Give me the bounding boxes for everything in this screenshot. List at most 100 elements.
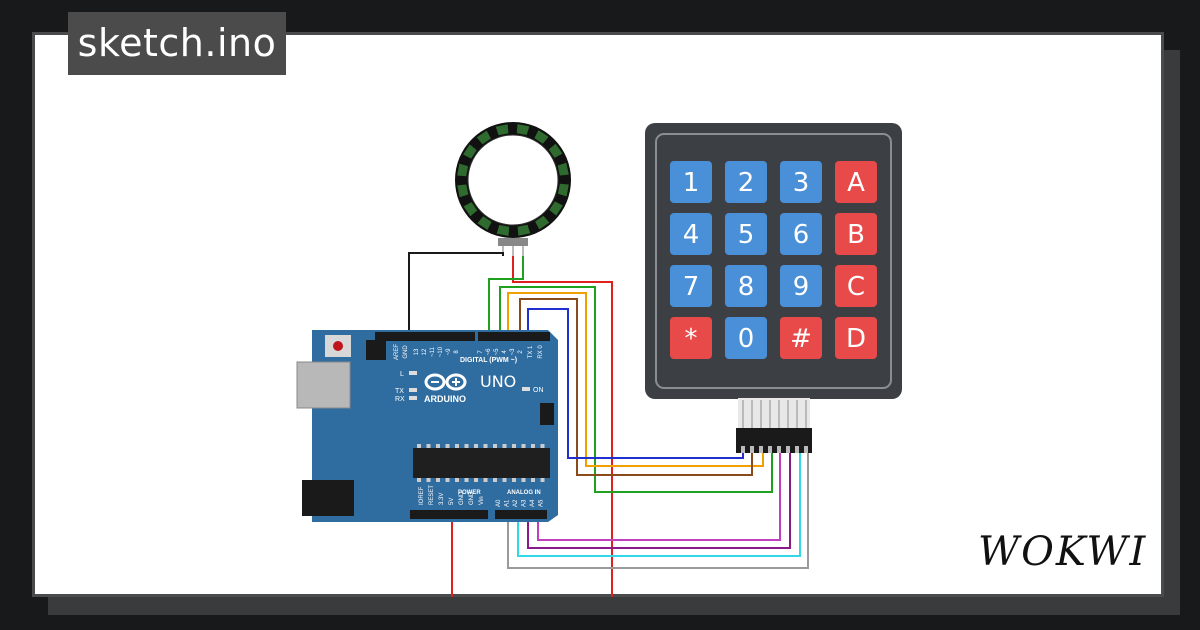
wire-keypad-orange[interactable]	[507, 292, 764, 467]
on-label: ON	[533, 387, 544, 394]
key-0[interactable]: 0	[725, 317, 767, 359]
wire-keypad-magenta[interactable]	[537, 453, 781, 541]
arduino-logo-icon	[424, 373, 467, 391]
ring-led	[557, 162, 569, 176]
ring-connector	[498, 238, 528, 246]
analog-pin-label: A0	[496, 499, 502, 507]
digital-pin-label: ~5	[494, 348, 500, 356]
power-jack	[302, 480, 354, 516]
ring-led	[476, 130, 491, 145]
wire-keypad-brown[interactable]	[519, 298, 753, 476]
wokwi-logo-text: WOKWI	[978, 529, 1147, 575]
key-8[interactable]: 8	[725, 265, 767, 307]
wire-keypad-green[interactable]	[499, 286, 773, 493]
power-pin-label: RESET	[429, 485, 435, 505]
digital-header-left	[375, 332, 475, 341]
key-3[interactable]: 3	[780, 161, 822, 203]
digital-pin-label: 13	[414, 348, 420, 355]
digital-pin-label: ~6	[486, 348, 492, 356]
power-header	[410, 510, 488, 519]
usb-port	[296, 361, 351, 409]
key-9[interactable]: 9	[780, 265, 822, 307]
digital-pin-label: ~10	[438, 346, 444, 357]
power-pin-label: Vin	[479, 496, 485, 505]
ring-led	[548, 143, 563, 158]
ring-led	[557, 183, 569, 197]
power-pin-label: 3.3V	[439, 493, 445, 505]
led-label-tx: TX	[395, 388, 404, 395]
wires	[408, 252, 809, 597]
wire-gnd-ring[interactable]	[408, 252, 504, 333]
key-6[interactable]: 6	[780, 213, 822, 255]
key-label: 3	[793, 168, 810, 198]
key-#[interactable]: #	[780, 317, 822, 359]
key-label: 2	[738, 168, 755, 198]
sketch-filename-tab[interactable]: sketch.ino	[68, 12, 286, 75]
key-label: B	[847, 220, 865, 250]
wire-keypad-blue[interactable]	[527, 308, 744, 459]
ring-led	[463, 202, 478, 217]
key-5[interactable]: 5	[725, 213, 767, 255]
digital-pin-label: 4	[502, 350, 508, 354]
key-*[interactable]: *	[670, 317, 712, 359]
model-label: UNO	[480, 372, 516, 391]
digital-pin-label: RX 0	[538, 345, 544, 359]
key-2[interactable]: 2	[725, 161, 767, 203]
key-label: 8	[738, 272, 755, 302]
key-label: *	[685, 324, 698, 354]
key-label: 1	[683, 168, 700, 198]
digital-label: DIGITAL (PWM ~)	[460, 357, 517, 364]
power-pin-label: IOREF	[419, 486, 425, 505]
analog-pin-label: A2	[513, 499, 519, 507]
digital-pin-label: 8	[454, 350, 460, 354]
analog-pin-label: A1	[505, 499, 511, 507]
ring-led	[495, 124, 509, 136]
wire-keypad-gray[interactable]	[507, 453, 809, 569]
analog-pin-label: A5	[539, 499, 545, 507]
power-label: POWER	[458, 490, 481, 496]
ring-led	[477, 216, 492, 230]
digital-pin-label: 7	[478, 350, 484, 354]
key-1[interactable]: 1	[670, 161, 712, 203]
wokwi-logo[interactable]: WOKWI	[976, 525, 1148, 575]
key-7[interactable]: 7	[670, 265, 712, 307]
key-label: 0	[738, 324, 755, 354]
key-4[interactable]: 4	[670, 213, 712, 255]
simulation-canvas[interactable]	[32, 32, 1164, 597]
key-D[interactable]: D	[835, 317, 877, 359]
key-B[interactable]: B	[835, 213, 877, 255]
digital-pin-label: ~11	[430, 346, 436, 356]
key-label: 9	[793, 272, 810, 302]
ring-hole	[468, 135, 558, 225]
ring-led	[534, 130, 549, 144]
analog-pin-label: A4	[530, 499, 536, 507]
digital-pin-label: GND	[403, 345, 409, 359]
neopixel-ring[interactable]	[455, 122, 571, 256]
power-pin-label: 5V	[449, 498, 455, 505]
atmega-chip	[413, 448, 550, 478]
digital-header-right	[478, 332, 550, 341]
ring-led	[549, 201, 563, 216]
key-label: C	[847, 272, 865, 302]
key-label: A	[847, 168, 865, 198]
ring-led	[496, 224, 510, 236]
wire-keypad-purple[interactable]	[527, 453, 791, 549]
ring-led	[457, 184, 469, 198]
key-A[interactable]: A	[835, 161, 877, 203]
wire-keypad-cyan[interactable]	[517, 453, 801, 557]
ring-led	[516, 124, 530, 136]
wire-data-ring[interactable]	[488, 256, 524, 333]
analog-label: ANALOG IN	[507, 490, 541, 496]
ring-led	[463, 144, 477, 159]
digital-pin-label: ~9	[446, 348, 452, 356]
ring-led	[457, 163, 469, 177]
led-label-rx: RX	[395, 396, 405, 403]
digital-pin-label: 2	[518, 350, 524, 354]
ring-leds	[457, 124, 569, 236]
key-C[interactable]: C	[835, 265, 877, 307]
wire-5v-ring[interactable]	[512, 256, 613, 597]
